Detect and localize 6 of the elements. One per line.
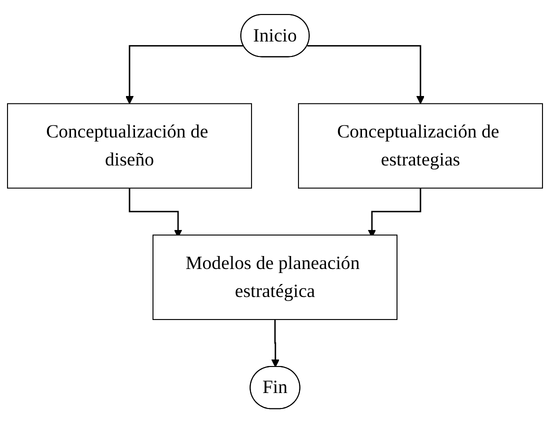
node-box: Conceptualización de estrategias	[298, 103, 543, 188]
node-box: Modelos de planeación estratégica	[152, 234, 398, 320]
node-box: Conceptualización de diseño	[7, 103, 252, 188]
arrow	[307, 45, 425, 104]
arrow	[125, 45, 244, 104]
arrow	[271, 318, 280, 368]
